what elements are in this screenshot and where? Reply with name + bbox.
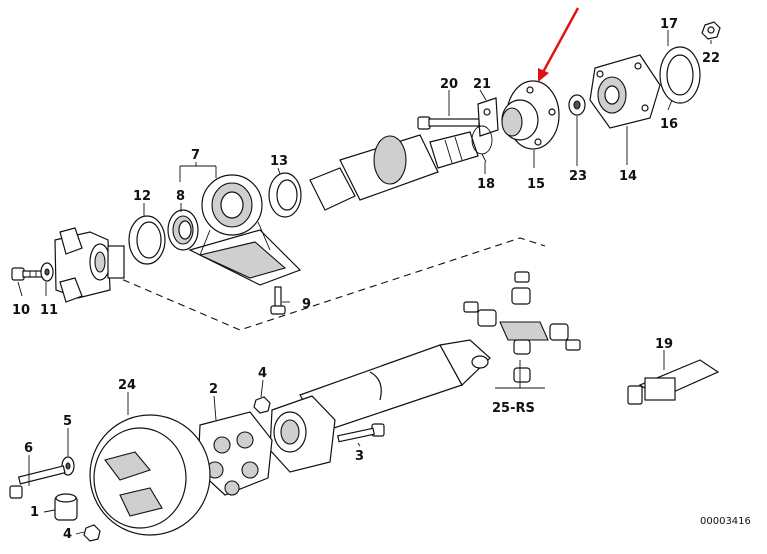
part-14-joint-housing — [589, 54, 661, 129]
leader-lines — [17, 30, 712, 535]
part-2-flex-disc — [197, 411, 273, 496]
label-part-4-upper: 4 — [258, 366, 267, 381]
label-part-18: 18 — [477, 177, 495, 192]
lower-shaft — [299, 339, 491, 433]
label-part-15: 15 — [527, 177, 545, 192]
label-part-8: 8 — [176, 189, 185, 204]
upper-shaft — [309, 131, 479, 211]
lower-flange — [269, 395, 336, 473]
label-part-7: 7 — [191, 148, 200, 163]
part-9-bolt — [270, 286, 286, 315]
label-part-12: 12 — [133, 189, 151, 204]
label-part-4-lower: 4 — [63, 527, 72, 542]
label-part-21: 21 — [473, 77, 491, 92]
label-part-1: 1 — [30, 505, 39, 520]
label-part-10: 10 — [12, 303, 30, 318]
part-11-washer — [40, 262, 54, 282]
label-part-17: 17 — [660, 17, 678, 32]
part-12-seal-ring — [128, 215, 166, 265]
flange-yoke — [54, 227, 125, 303]
label-part-22: 22 — [702, 51, 720, 66]
part-23-bushing — [568, 94, 586, 116]
part-13-ring — [268, 172, 302, 218]
part-7-center-support — [188, 174, 302, 286]
part-labels: 7 8 12 13 10 11 9 20 21 18 15 23 14 17 1… — [12, 17, 751, 542]
part-8-bearing — [167, 209, 199, 251]
part-24-vibration-damper — [89, 414, 211, 536]
label-part-9: 9 — [302, 297, 311, 312]
part-3-bolt — [337, 423, 385, 443]
label-part-14: 14 — [619, 169, 637, 184]
label-part-24: 24 — [118, 378, 136, 393]
part-20-bolt — [417, 116, 480, 130]
label-part-6: 6 — [24, 441, 33, 456]
part-15-flange — [501, 80, 560, 150]
part-22-nut — [701, 21, 721, 40]
part-1-sleeve — [54, 493, 78, 521]
part-18-circlip — [471, 125, 493, 163]
label-part-20: 20 — [440, 77, 458, 92]
label-part-25-rs: 25-RS — [492, 401, 535, 416]
diagram-code: 00003416 — [700, 516, 751, 527]
part-21-plate — [477, 97, 499, 137]
label-part-5: 5 — [63, 414, 72, 429]
label-part-23: 23 — [569, 169, 587, 184]
label-part-16: 16 — [660, 117, 678, 132]
universal-joint-kit — [463, 271, 581, 389]
part-19-grease-tube — [627, 359, 720, 405]
label-part-3: 3 — [355, 449, 364, 464]
part-16-seal — [659, 46, 701, 104]
label-part-13: 13 — [270, 154, 288, 169]
label-part-2: 2 — [209, 382, 218, 397]
part-4-nut-upper — [253, 396, 271, 414]
part-6-bolt — [9, 465, 66, 499]
part-4-nut-lower — [83, 524, 101, 542]
assembly-boundary-line — [111, 237, 546, 331]
label-part-11: 11 — [40, 303, 58, 318]
highlight-arrow — [538, 7, 580, 82]
label-part-19: 19 — [655, 337, 673, 352]
